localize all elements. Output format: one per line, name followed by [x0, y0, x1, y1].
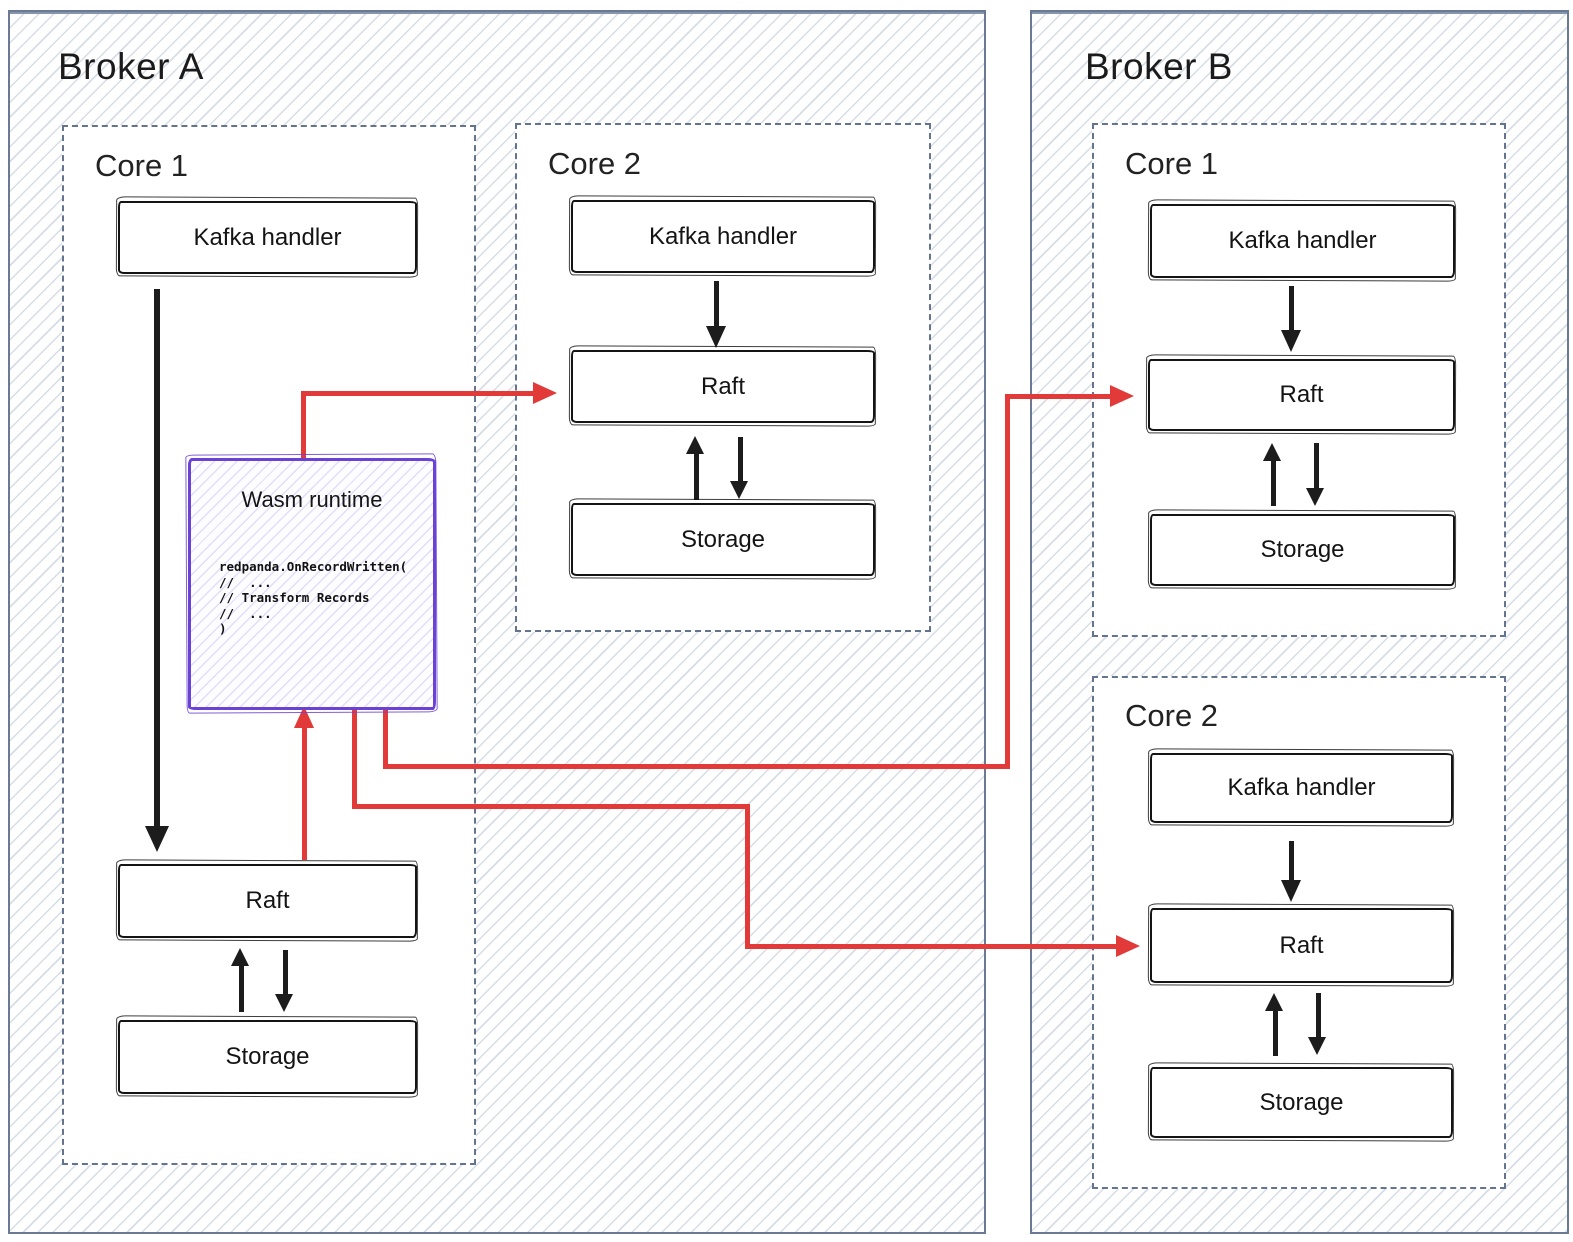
arrow-b1-kafka-to-raft-head-icon: [1281, 330, 1301, 352]
node-label: Storage: [225, 1043, 310, 1070]
arrow-wasm-to-b2-raft-seg4: [745, 944, 1116, 949]
arrow-b2-kafka-to-raft-head-icon: [1281, 880, 1301, 902]
arrow-a2-kafka-to-raft-head-icon: [706, 326, 726, 348]
arrow-wasm-to-a2-raft-head-icon: [533, 382, 557, 404]
node-kafka-handler: Kafka handler: [1150, 204, 1455, 278]
node-raft: Raft: [1150, 908, 1453, 983]
arrow-a1-storage-to-raft-head-icon: [231, 948, 249, 966]
broker-b-core1-title: Core 1: [1125, 146, 1219, 181]
arrow-wasm-to-b1-raft-seg1: [383, 710, 388, 769]
arrow-b2-storage-to-raft-head-icon: [1265, 993, 1283, 1011]
arrow-raft-to-wasm-head-icon: [294, 706, 314, 728]
arrow-a2-raft-to-storage-head-icon: [730, 481, 748, 499]
broker-a-core1-title: Core 1: [95, 148, 189, 183]
wasm-code-snippet: redpanda.OnRecordWritten( // ... // Tran…: [219, 559, 408, 636]
node-storage: Storage: [571, 503, 875, 576]
arrow-a2-raft-to-storage-shaft: [738, 437, 743, 483]
arrow-wasm-to-b2-raft-seg3: [745, 804, 750, 949]
arrow-b1-kafka-to-raft-shaft: [1289, 286, 1294, 332]
arrow-a1-storage-to-raft-shaft: [239, 964, 244, 1012]
node-label: Kafka handler: [1228, 227, 1377, 254]
arrow-wasm-to-b1-raft-seg2: [383, 764, 1010, 769]
wasm-runtime-box: Wasm runtime redpanda.OnRecordWritten( /…: [188, 458, 436, 710]
wasm-runtime-title: Wasm runtime: [241, 487, 383, 512]
arrow-a2-kafka-to-raft-shaft: [714, 281, 719, 328]
node-raft: Raft: [118, 864, 417, 938]
arrow-b1-storage-to-raft-shaft: [1271, 459, 1276, 506]
node-label: Storage: [1260, 536, 1345, 563]
node-raft: Raft: [571, 350, 875, 423]
node-kafka-handler: Kafka handler: [1150, 753, 1453, 823]
node-storage: Storage: [1150, 1067, 1453, 1138]
arrow-a2-storage-to-raft-shaft: [694, 452, 699, 500]
node-kafka-handler: Kafka handler: [571, 200, 875, 273]
arrow-a1-raft-to-storage-shaft: [283, 950, 288, 996]
arrow-b1-storage-to-raft-head-icon: [1263, 443, 1281, 461]
arrow-wasm-to-a2-raft-seg2: [301, 391, 533, 396]
arrow-b2-raft-to-storage-head-icon: [1308, 1037, 1326, 1055]
arrow-b2-raft-to-storage-shaft: [1316, 993, 1321, 1039]
arrow-wasm-to-b1-raft-head-icon: [1110, 385, 1134, 407]
arrow-wasm-to-b2-raft-seg1: [352, 710, 357, 809]
arrow-b2-storage-to-raft-shaft: [1273, 1009, 1278, 1056]
arrow-b1-raft-to-storage-head-icon: [1306, 488, 1324, 506]
arrow-a1-raft-to-storage-head-icon: [275, 994, 293, 1012]
arrow-a2-storage-to-raft-head-icon: [686, 436, 704, 454]
node-storage: Storage: [118, 1020, 417, 1094]
node-storage: Storage: [1150, 514, 1455, 586]
node-label: Storage: [1259, 1088, 1344, 1116]
arrow-wasm-to-b1-raft-seg4: [1005, 394, 1110, 399]
arrow-wasm-to-b2-raft-seg2: [352, 804, 750, 809]
arrow-wasm-to-b1-raft-seg3: [1005, 394, 1010, 769]
node-label: Raft: [700, 372, 745, 400]
arrow-raft-to-wasm-shaft: [302, 726, 307, 860]
broker-b-title: Broker B: [1085, 46, 1233, 87]
node-label: Kafka handler: [193, 223, 342, 251]
node-label: Raft: [1279, 931, 1324, 959]
node-label: Kafka handler: [648, 222, 798, 250]
node-label: Raft: [1279, 381, 1324, 408]
node-label: Kafka handler: [1227, 774, 1376, 801]
broker-a-title: Broker A: [58, 46, 204, 87]
node-kafka-handler: Kafka handler: [118, 201, 417, 274]
arrow-wasm-to-b2-raft-head-icon: [1116, 935, 1140, 957]
arrow-b2-kafka-to-raft-shaft: [1289, 841, 1294, 882]
arrow-wasm-to-a2-raft-seg1: [301, 391, 306, 460]
arrow-a1-kafka-to-raft-head-icon: [145, 826, 169, 852]
broker-a-core2-title: Core 2: [548, 146, 642, 181]
arrow-a1-kafka-to-raft-shaft: [154, 289, 160, 827]
node-raft: Raft: [1148, 359, 1455, 431]
node-label: Raft: [245, 887, 290, 914]
node-label: Storage: [680, 525, 766, 553]
arrow-b1-raft-to-storage-shaft: [1314, 443, 1319, 490]
broker-b-core2-title: Core 2: [1125, 698, 1219, 733]
